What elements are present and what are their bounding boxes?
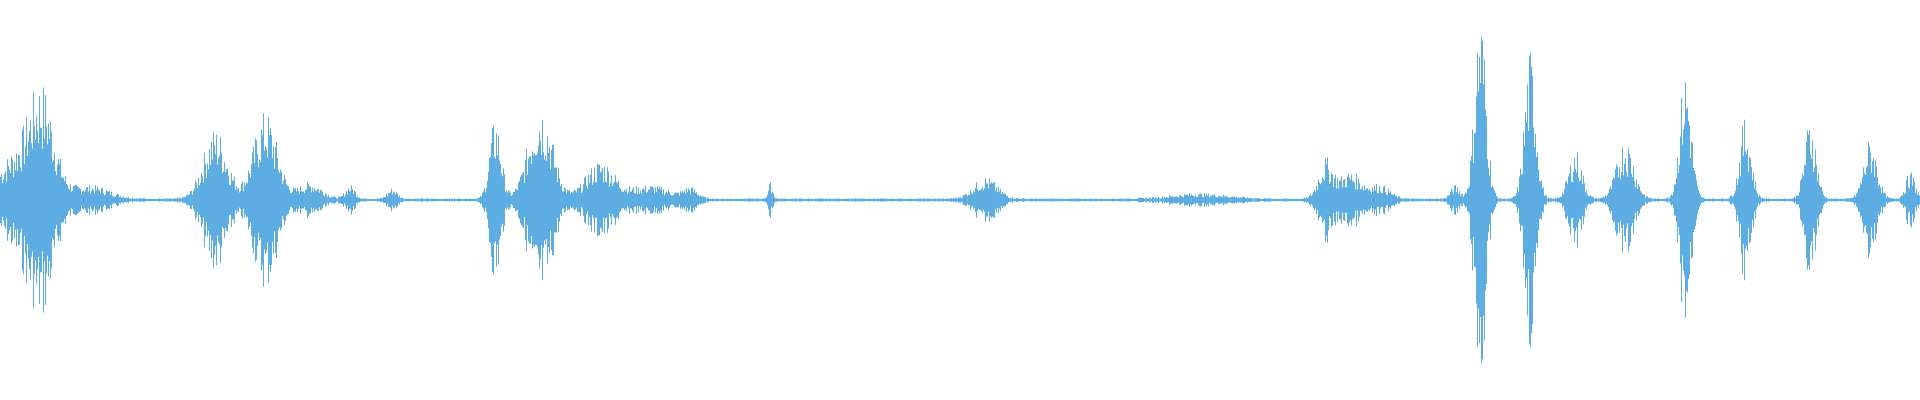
waveform-bars xyxy=(0,36,1920,364)
